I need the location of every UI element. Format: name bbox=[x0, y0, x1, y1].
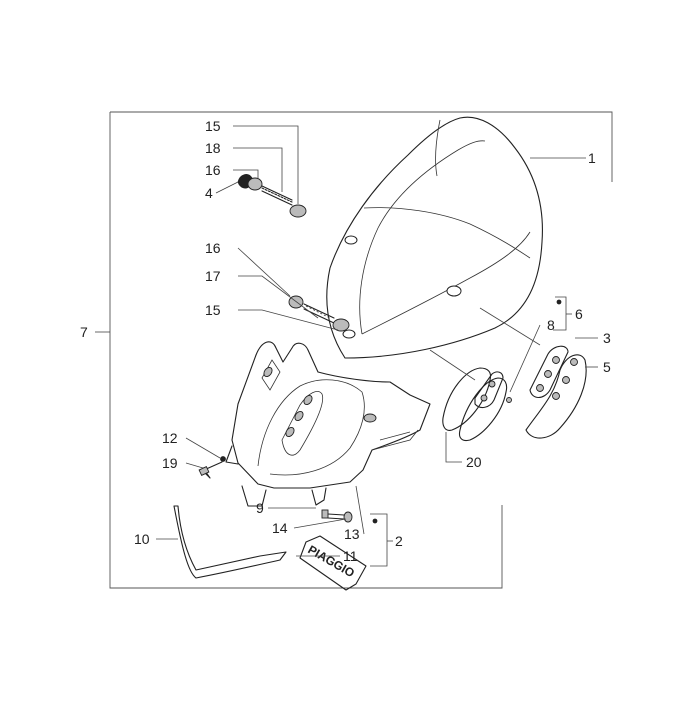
callout-labels: 1 2 3 4 5 6 7 8 9 10 11 12 13 14 15 15 1… bbox=[80, 118, 611, 564]
mounting-brackets bbox=[474, 299, 587, 439]
label-3: 3 bbox=[603, 330, 611, 346]
label-2: 2 bbox=[395, 533, 403, 549]
label-9: 9 bbox=[256, 500, 264, 516]
front-fairing bbox=[225, 341, 431, 507]
leader-lines bbox=[156, 125, 598, 567]
label-6: 6 bbox=[575, 306, 583, 322]
label-7: 7 bbox=[80, 324, 88, 340]
label-13: 13 bbox=[344, 526, 360, 542]
assembly-frame bbox=[95, 111, 613, 589]
label-18: 18 bbox=[205, 140, 221, 156]
label-10: 10 bbox=[134, 531, 150, 547]
label-16-top: 16 bbox=[205, 162, 221, 178]
label-11: 11 bbox=[343, 548, 358, 564]
side-screws bbox=[198, 456, 226, 479]
label-12: 12 bbox=[162, 430, 178, 446]
upper-fasteners bbox=[237, 174, 307, 218]
lower-screws bbox=[321, 509, 378, 524]
label-15-middle: 15 bbox=[205, 302, 221, 318]
windscreen bbox=[326, 116, 543, 359]
label-20: 20 bbox=[466, 454, 482, 470]
label-14: 14 bbox=[272, 520, 288, 536]
label-8: 8 bbox=[547, 317, 555, 333]
label-1: 1 bbox=[588, 150, 596, 166]
label-17: 17 bbox=[205, 268, 221, 284]
label-4: 4 bbox=[205, 185, 213, 201]
middle-fasteners bbox=[288, 295, 350, 332]
trim-strip bbox=[173, 505, 287, 579]
label-19: 19 bbox=[162, 455, 178, 471]
screen-hole-upper bbox=[344, 235, 358, 245]
screen-hole-lower bbox=[446, 285, 462, 297]
label-5: 5 bbox=[603, 359, 611, 375]
screen-hole-left bbox=[342, 329, 356, 339]
label-15-top: 15 bbox=[205, 118, 221, 134]
label-16-middle: 16 bbox=[205, 240, 221, 256]
